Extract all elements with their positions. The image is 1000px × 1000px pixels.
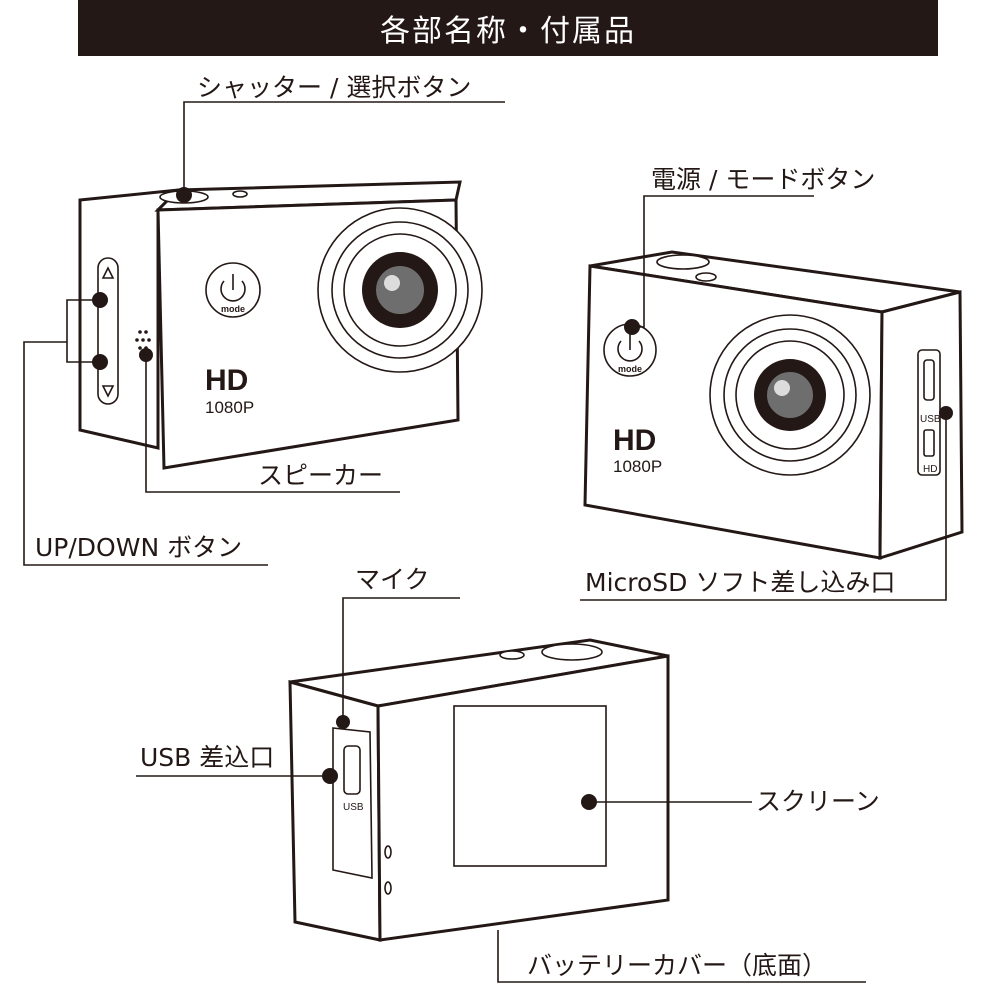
mode-marking: mode — [221, 304, 245, 314]
label-usb-port: USB 差込口 — [140, 743, 274, 772]
label-screen: スクリーン — [756, 787, 880, 816]
usb-marking-rear: USB — [343, 802, 364, 813]
hdmi-marking: HD — [923, 464, 937, 475]
lens-right — [709, 314, 871, 476]
label-battery-cover: バッテリーカバー（底面） — [527, 951, 827, 980]
screen — [453, 705, 607, 867]
mode-marking-right: mode — [618, 364, 642, 374]
label-shutter-select-button: シャッター / 選択ボタン — [197, 73, 471, 102]
resolution-marking-right: 1080P — [613, 457, 662, 476]
mode-button-right[interactable]: mode — [603, 323, 657, 377]
camera-front-right-view: USB HD mode HD 1080P — [583, 250, 964, 561]
usb-marking-right: USB — [920, 414, 941, 425]
page-title: 各部名称・付属品 — [380, 14, 636, 49]
label-up-down-button: UP/DOWN ボタン — [35, 533, 242, 562]
label-microsd-slot: MicroSD ソフト差し込み口 — [585, 568, 895, 597]
shutter-button-marker — [176, 187, 192, 203]
camera-front-left-view: mode HD 1080P — [78, 180, 483, 470]
side-port-door — [332, 727, 373, 879]
lens — [317, 207, 483, 373]
label-power-mode-button: 電源 / モードボタン — [651, 165, 875, 194]
hd-marking: HD — [205, 364, 248, 397]
label-microphone: マイク — [355, 565, 430, 594]
side-button-rail — [97, 257, 119, 405]
mode-button[interactable]: mode — [205, 262, 261, 318]
hd-marking-right: HD — [613, 424, 656, 457]
camera-rear-view: USB — [288, 638, 670, 942]
label-speaker: スピーカー — [258, 461, 383, 490]
title-banner: 各部名称・付属品 — [78, 0, 938, 56]
resolution-marking: 1080P — [205, 398, 254, 417]
